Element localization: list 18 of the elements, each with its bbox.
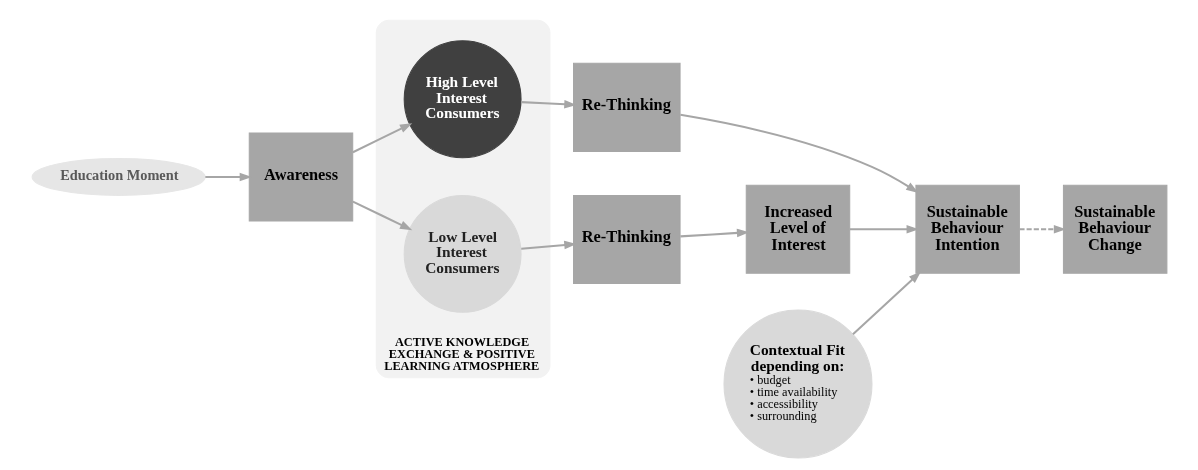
arrow: [1019, 225, 1066, 234]
node-box: Increased Level of Interest: [745, 184, 850, 274]
node-circle: Low Level Interest Consumers: [403, 194, 522, 313]
arrow: [851, 271, 921, 335]
arrow: [679, 113, 918, 193]
arrow: [352, 200, 412, 231]
arrow: [849, 225, 919, 234]
node-box: Re-Thinking: [572, 62, 681, 152]
node-circle: Contextual Fit depending on: • budget • time availability • accessibility • surrounding: [722, 309, 872, 459]
arrow: [352, 123, 412, 154]
arrow: [679, 228, 749, 238]
node-ellipse: Education Moment: [31, 158, 206, 196]
node-box: Re-Thinking: [572, 195, 681, 285]
arrow: [204, 172, 252, 182]
node-circle: High Level Interest Consumers: [403, 40, 522, 159]
node-box: Sustainable Behaviour Intention: [914, 184, 1020, 274]
node-box: Awareness: [248, 132, 353, 222]
node-box: Sustainable Behaviour Change: [1062, 184, 1167, 274]
